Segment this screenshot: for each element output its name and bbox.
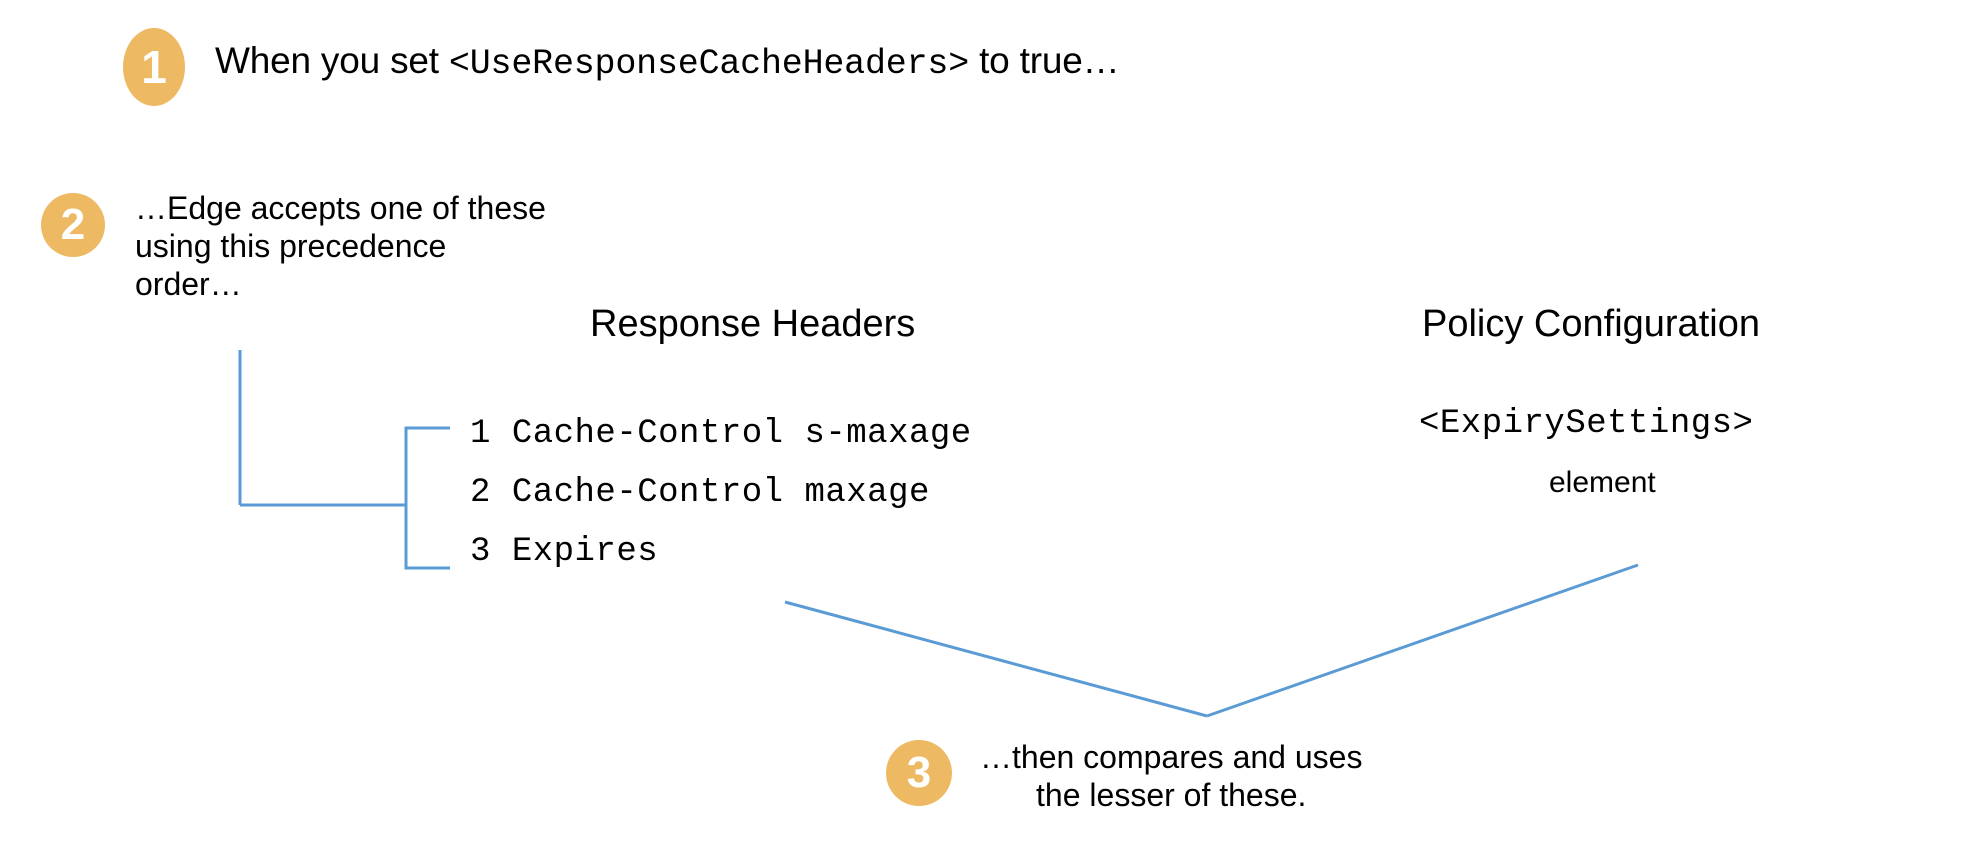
response-header-item-value: Cache-Control s-maxage (511, 415, 972, 453)
response-header-item-index: 3 (470, 533, 491, 571)
step-2-badge: 2 (41, 193, 105, 257)
step-2-text: …Edge accepts one of these using this pr… (135, 190, 546, 302)
response-header-item-index: 1 (470, 415, 491, 453)
compare-v-right (1206, 563, 1639, 718)
step-1-text: When you set <UseResponseCacheHeaders> t… (215, 40, 1120, 84)
step-1-code-token: <UseResponseCacheHeaders> (448, 44, 970, 84)
response-header-item: 1 Cache-Control s-maxage (470, 415, 972, 453)
expiry-settings-label: element (1549, 466, 1656, 499)
response-headers-heading: Response Headers (590, 303, 916, 345)
response-header-item: 3 Expires (470, 533, 658, 571)
compare-v-left (784, 600, 1208, 718)
list-bracket (404, 426, 450, 570)
step-1-badge: 1 (123, 28, 185, 106)
response-header-item: 2 Cache-Control maxage (470, 474, 930, 512)
response-header-item-spacer (491, 474, 512, 512)
response-header-item-spacer (491, 415, 512, 453)
step-3-text: …then compares and uses the lesser of th… (980, 739, 1363, 814)
step-1-text-lead: When you set (215, 40, 449, 81)
response-header-item-value: Cache-Control maxage (511, 474, 930, 512)
response-header-item-index: 2 (470, 474, 491, 512)
response-header-item-spacer (491, 533, 512, 571)
policy-configuration-heading: Policy Configuration (1422, 303, 1760, 345)
step-3-badge: 3 (886, 740, 952, 806)
step-1-text-tail: to true… (969, 40, 1120, 81)
response-header-item-value: Expires (511, 533, 659, 571)
expiry-settings-code: <ExpirySettings> (1419, 405, 1754, 443)
